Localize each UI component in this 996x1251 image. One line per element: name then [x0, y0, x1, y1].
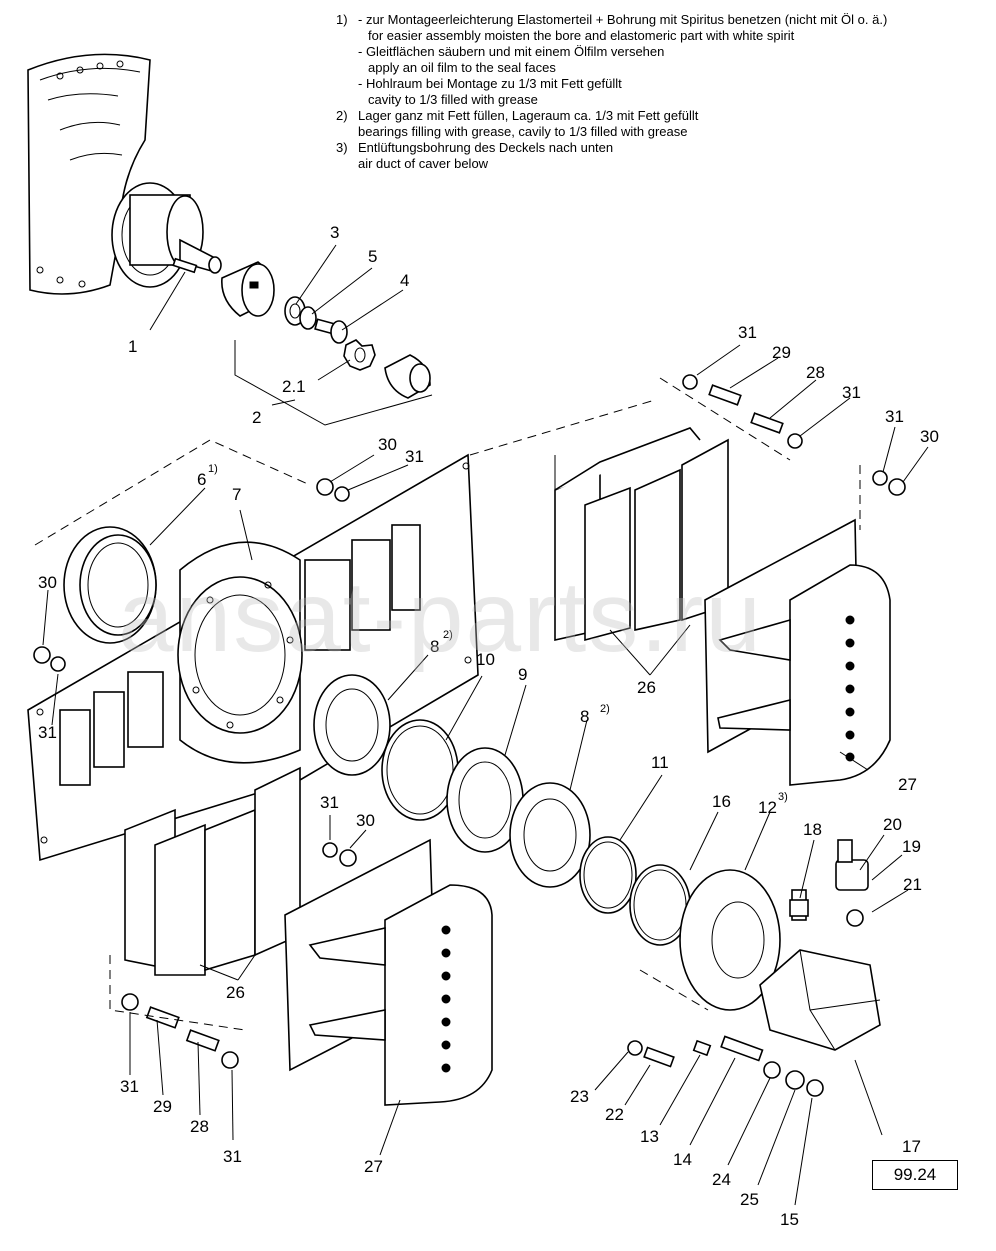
note-1-line-5: - Hohlraum bei Montage zu 1/3 mit Fett g…	[358, 76, 622, 91]
callout-5: 5	[368, 247, 377, 266]
note-number: 3)	[336, 140, 348, 155]
callout-16: 16	[712, 792, 731, 811]
callout-11: 11	[651, 753, 669, 772]
callout-31-middle: 31	[320, 793, 339, 812]
note-2-line-2: bearings filling with grease, cavily to …	[358, 124, 688, 139]
callout-3: 3	[330, 223, 339, 242]
casing-plate	[27, 453, 479, 862]
callout-8-second: 8	[580, 707, 589, 726]
callout-20: 20	[883, 815, 902, 834]
callout-8-first: 8	[430, 637, 439, 656]
assembly-notes: 1)- zur Montageerleichterung Elastomerte…	[336, 12, 976, 172]
callout-4: 4	[400, 271, 409, 290]
callout-26-lower: 26	[226, 983, 245, 1002]
bracket-upper	[704, 518, 891, 786]
callout-31-lower-left-a: 31	[120, 1077, 139, 1096]
note-3-line-1: 3)Entlüftungsbohrung des Deckels nach un…	[336, 140, 614, 155]
coupling-assembly	[221, 261, 433, 426]
callout-31-far-right: 31	[885, 407, 904, 426]
callout-12-note: 3)	[778, 791, 788, 803]
callout-8-second-note: 2)	[600, 703, 610, 715]
callout-30-top: 30	[378, 435, 397, 454]
callout-labels: 1 2 2.1 3 5 4 6 1) 7 30 31 30 31 8 2) 10…	[38, 223, 939, 1229]
note-number: 2)	[336, 108, 348, 123]
note-1-line-4: apply an oil film to the seal faces	[368, 60, 556, 75]
callout-28-upper: 28	[806, 363, 825, 382]
callout-31-lower-left-b: 31	[223, 1147, 242, 1166]
callout-31-top: 31	[405, 447, 424, 466]
note-1-line-3: - Gleitflächen säubern und mit einem Ölf…	[358, 44, 665, 59]
guide-plates-lower	[124, 766, 301, 976]
page-reference: 99.24	[872, 1160, 958, 1190]
callout-27-lower: 27	[364, 1157, 383, 1176]
leader-lines	[42, 244, 929, 1206]
callout-6-note: 1)	[208, 463, 218, 475]
callout-15: 15	[780, 1210, 799, 1229]
callout-9: 9	[518, 665, 527, 684]
callout-17: 17	[902, 1137, 921, 1156]
callout-13: 13	[640, 1127, 659, 1146]
assembly-lines	[34, 377, 861, 1031]
callout-21: 21	[903, 875, 922, 894]
callout-29-upper: 29	[772, 343, 791, 362]
callout-28-lower: 28	[190, 1117, 209, 1136]
callout-14: 14	[673, 1150, 692, 1169]
callout-31-upper-right-b: 31	[842, 383, 861, 402]
callout-30-far-right: 30	[920, 427, 939, 446]
callout-23: 23	[570, 1087, 589, 1106]
callout-31-upper-right-a: 31	[738, 323, 757, 342]
note-1-line-1: 1)- zur Montageerleichterung Elastomerte…	[336, 12, 888, 27]
callout-29-lower: 29	[153, 1097, 172, 1116]
callout-2: 2	[252, 408, 261, 427]
callout-8-first-note: 2)	[443, 629, 453, 641]
note-number: 1)	[336, 12, 348, 27]
seal-ring	[63, 526, 157, 644]
callout-7: 7	[232, 485, 241, 504]
callout-22: 22	[605, 1105, 624, 1124]
callout-27-upper: 27	[898, 775, 917, 794]
note-2-line-1: 2)Lager ganz mit Fett füllen, Lageraum c…	[336, 108, 699, 123]
callout-25: 25	[740, 1190, 759, 1209]
bearing-stack	[313, 674, 691, 946]
gearbox-housing	[27, 53, 222, 295]
callout-31-left: 31	[38, 723, 57, 742]
callout-1: 1	[128, 337, 137, 356]
callout-2-1: 2.1	[282, 377, 306, 396]
callout-12: 12	[758, 798, 777, 817]
callout-30-middle: 30	[356, 811, 375, 830]
callout-10: 10	[476, 650, 495, 669]
callout-26-upper: 26	[637, 678, 656, 697]
bracket-lower	[284, 838, 493, 1106]
guide-plates-upper	[554, 427, 729, 642]
note-1-line-6: cavity to 1/3 filled with grease	[368, 92, 538, 107]
cover-and-pump	[679, 839, 881, 1051]
callout-6: 6	[197, 470, 206, 489]
callout-24: 24	[712, 1170, 731, 1189]
note-1-line-2: for easier assembly moisten the bore and…	[368, 28, 795, 43]
callout-18: 18	[803, 820, 822, 839]
callout-19: 19	[902, 837, 921, 856]
fasteners	[33, 374, 906, 1097]
note-3-line-2: air duct of caver below	[358, 156, 489, 171]
callout-30-left: 30	[38, 573, 57, 592]
